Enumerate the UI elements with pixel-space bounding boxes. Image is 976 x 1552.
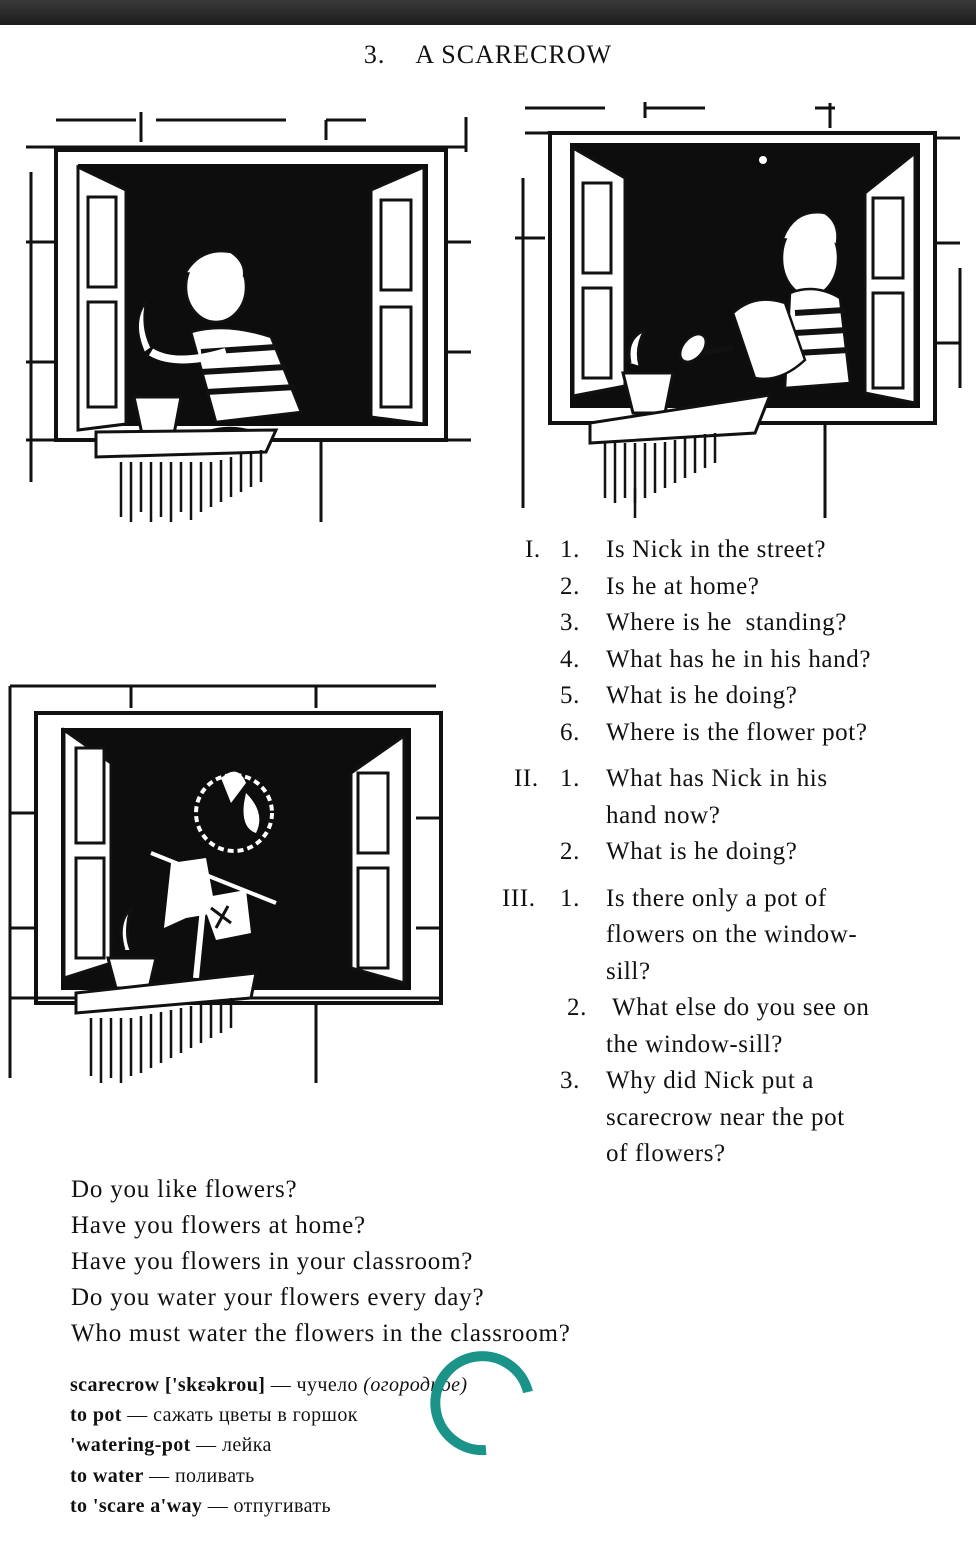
question-text: the window-sill?	[606, 1030, 783, 1058]
question-number: 1.	[560, 765, 580, 792]
vocab-translation: сажать цветы в горшок	[153, 1404, 358, 1427]
question-number: 4.	[560, 645, 580, 673]
vocab-dash: —	[196, 1434, 217, 1457]
question-row: 2. What else do you see on	[505, 990, 965, 1027]
question-text: Is there only a pot of	[606, 884, 827, 912]
general-questions: Do you like flowers? Have you flowers at…	[71, 1172, 571, 1352]
question-row: III. 1. Is there only a pot of	[502, 881, 965, 918]
question-row: 4. What has he in his hand?	[505, 642, 965, 679]
general-question: Have you flowers in your classroom?	[71, 1248, 474, 1275]
question-number: 3.	[560, 1067, 580, 1094]
vocab-translation: лейка	[221, 1434, 272, 1457]
vocab-entry: to 'scare a'way — отпугивать	[70, 1491, 467, 1521]
vocab-word: to water	[70, 1464, 144, 1487]
question-row: 5. What is he doing?	[505, 678, 965, 715]
general-question: Have you flowers at home?	[71, 1212, 366, 1239]
question-continuation: of flowers?	[505, 1136, 965, 1173]
question-text: Where is he standing?	[606, 609, 847, 636]
question-row: 3. Where is he standing?	[505, 605, 965, 642]
vocab-entry: to water — поливать	[70, 1461, 467, 1491]
question-text: What is he doing?	[606, 838, 798, 865]
window-scene-1	[26, 112, 471, 522]
vocab-entry: scarecrow ['skɛəkrou] — чучело (огородно…	[70, 1370, 467, 1400]
vocab-translation: поливать	[174, 1464, 255, 1487]
question-number: 2.	[567, 994, 587, 1021]
vocab-dash: —	[270, 1374, 292, 1396]
vocab-translation: чучело	[296, 1374, 358, 1396]
vocab-word: 'watering-pot	[70, 1434, 191, 1457]
question-row: 2. What is he doing?	[505, 834, 965, 871]
question-row: 2. Is he at home?	[505, 569, 965, 606]
section-label: II.	[514, 765, 539, 792]
question-continuation: the window-sill?	[505, 1027, 965, 1064]
question-text: What is he doing?	[606, 682, 798, 709]
general-question: Do you like flowers?	[71, 1176, 298, 1203]
question-text: Where is the flower pot?	[606, 718, 868, 746]
question-continuation: sill?	[505, 954, 965, 991]
question-row: I. 1. Is Nick in the street?	[505, 532, 965, 569]
question-text: flowers on the window-	[606, 921, 858, 948]
question-text: of flowers?	[606, 1140, 726, 1167]
question-continuation: hand now?	[505, 798, 965, 835]
question-number: 6.	[560, 718, 580, 746]
question-continuation: flowers on the window-	[505, 917, 965, 954]
question-row: II. 1. What has Nick in his	[505, 761, 965, 798]
question-text: What else do you see on	[612, 994, 870, 1021]
lesson-title-text: A SCARECROW	[415, 40, 613, 69]
lesson-number: 3.	[363, 40, 386, 69]
section-label: I.	[525, 536, 541, 563]
vocabulary-list: scarecrow ['skɛəkrou] — чучело (огородно…	[70, 1370, 467, 1521]
question-row: 3. Why did Nick put a	[505, 1063, 965, 1100]
vocab-word: scarecrow	[70, 1374, 160, 1396]
question-text: hand now?	[606, 801, 721, 829]
window-scene-2	[515, 102, 962, 518]
question-text: scarecrow near the pot	[606, 1103, 845, 1131]
section-label: III.	[502, 884, 536, 912]
vocab-dash: —	[127, 1404, 148, 1427]
illustration-boy-planting	[26, 112, 476, 527]
question-number: 3.	[560, 609, 580, 636]
lesson-title: 3. A SCARECROW	[0, 40, 976, 70]
question-number: 1.	[560, 536, 580, 563]
vocab-transcription: ['skɛəkrou]	[164, 1374, 266, 1396]
vocab-dash: —	[149, 1464, 170, 1487]
questions-block: I. 1. Is Nick in the street? 2. Is he at …	[502, 532, 965, 1173]
illustration-scarecrow	[6, 678, 446, 1088]
illustration-boy-watering	[515, 98, 970, 523]
question-number: 2.	[560, 572, 580, 600]
window-scene-3	[8, 684, 443, 1083]
question-continuation: scarecrow near the pot	[505, 1100, 965, 1137]
loading-spinner-icon	[428, 1350, 534, 1456]
vocab-entry: to pot — сажать цветы в горшок	[70, 1400, 467, 1430]
question-text: Is Nick in the street?	[606, 536, 827, 563]
question-text: Why did Nick put a	[606, 1067, 814, 1094]
vocab-dash: —	[207, 1494, 229, 1517]
general-question: Do you water your flowers every day?	[71, 1284, 485, 1311]
vocab-entry: 'watering-pot — лейка	[70, 1430, 467, 1460]
viewer-top-bar	[0, 0, 976, 25]
question-text: sill?	[606, 957, 651, 985]
vocab-translation: отпугивать	[233, 1494, 331, 1517]
general-question: Who must water the flowers in the classr…	[71, 1320, 571, 1347]
question-number: 5.	[560, 682, 580, 709]
question-text: Is he at home?	[606, 572, 760, 600]
vocab-word: to pot	[70, 1404, 122, 1427]
question-number: 2.	[560, 838, 580, 865]
vocab-word: to 'scare a'way	[70, 1494, 203, 1517]
spinner-arc	[430, 1351, 533, 1456]
question-text: What has he in his hand?	[606, 645, 872, 673]
question-number: 1.	[560, 884, 580, 912]
question-text: What has Nick in his	[606, 765, 828, 792]
question-row: 6. Where is the flower pot?	[505, 715, 965, 752]
